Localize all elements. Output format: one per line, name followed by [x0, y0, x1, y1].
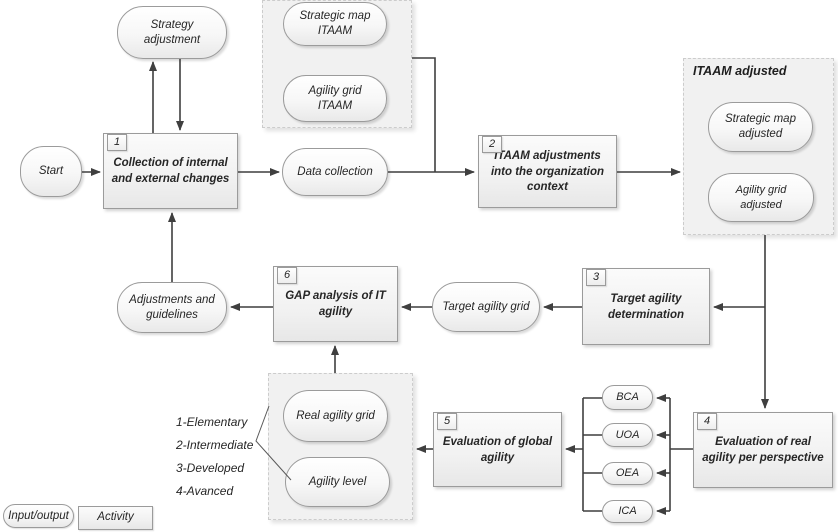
node-strategic-map-adjusted-label: Strategic map adjusted — [725, 113, 796, 140]
node-adjustments-guidelines: Adjustments and guidelines — [117, 282, 227, 333]
node-ica-label: ICA — [618, 505, 637, 518]
node-ica: ICA — [602, 500, 653, 523]
node-strategic-map-itaam: Strategic map ITAAM — [283, 2, 387, 46]
node-data-collection-label: Data collection — [297, 165, 373, 178]
activity-3-number: 3 — [586, 269, 606, 286]
node-agility-grid-itaam: Agility grid ITAAM — [283, 75, 387, 122]
node-target-agility-grid-label: Target agility grid — [442, 300, 530, 313]
node-agility-grid-adjusted: Agility grid adjusted — [708, 173, 814, 222]
node-oea: OEA — [602, 462, 653, 485]
legend-activity: Activity — [78, 506, 153, 530]
activity-1-collection-of-changes: 1 Collection of internal and external ch… — [103, 133, 238, 209]
legend-input-output: Input/output — [3, 504, 74, 528]
node-strategy-adjustment: Strategy adjustment — [117, 6, 227, 59]
node-uoa: UOA — [602, 423, 653, 447]
activity-2-itaam-adjustments: 2 ITAAM adjustments into the organizatio… — [478, 135, 617, 208]
activity-3-target-agility-determination: 3 Target agility determination — [582, 268, 710, 345]
node-agility-grid-itaam-label: Agility grid ITAAM — [308, 84, 362, 112]
activity-5-label: Evaluation of global agility — [442, 435, 553, 464]
node-data-collection: Data collection — [282, 148, 388, 196]
connector-itaam-inputs-stub — [412, 57, 436, 172]
agility-level-4: 4-Avanced — [176, 484, 234, 498]
activity-6-label: GAP analysis of IT agility — [285, 290, 386, 318]
node-strategic-map-itaam-label: Strategic map ITAAM — [299, 10, 371, 37]
node-bca: BCA — [602, 385, 653, 410]
agility-level-3: 3-Developed — [176, 461, 245, 475]
activity-2-number: 2 — [482, 136, 502, 153]
node-agility-level: Agility level — [285, 457, 390, 507]
node-agility-grid-adjusted-label: Agility grid adjusted — [735, 184, 787, 211]
node-strategy-adjustment-label: Strategy adjustment — [143, 18, 201, 46]
node-target-agility-grid: Target agility grid — [432, 282, 540, 332]
node-real-agility-grid-label: Real agility grid — [296, 409, 375, 422]
activity-3-label: Target agility determination — [607, 292, 685, 321]
node-oea-label: OEA — [615, 467, 640, 480]
agility-levels-list: 1-Elementary 2-Intermediate 3-Developed … — [176, 411, 253, 503]
activity-1-label: Collection of internal and external chan… — [111, 157, 230, 185]
activity-5-evaluation-global-agility: 5 Evaluation of global agility — [433, 412, 562, 487]
legend-input-output-label: Input/output — [8, 509, 69, 522]
activity-4-number: 4 — [697, 413, 717, 430]
node-uoa-label: UOA — [615, 428, 640, 441]
activity-6-gap-analysis: 6 GAP analysis of IT agility — [273, 266, 398, 342]
node-start-label: Start — [38, 165, 64, 178]
activity-4-evaluation-real-agility: 4 Evaluation of real agility per perspec… — [693, 412, 833, 488]
agility-level-1: 1-Elementary — [176, 415, 248, 429]
activity-5-number: 5 — [437, 413, 457, 430]
legend-activity-label: Activity — [97, 511, 134, 524]
node-real-agility-grid: Real agility grid — [283, 390, 388, 442]
node-start: Start — [20, 146, 82, 197]
node-strategic-map-adjusted: Strategic map adjusted — [708, 102, 813, 152]
agility-level-2: 2-Intermediate — [176, 438, 254, 452]
node-adjustments-guidelines-label: Adjustments and guidelines — [129, 293, 215, 321]
node-bca-label: BCA — [616, 391, 639, 404]
activity-4-label: Evaluation of real agility per perspecti… — [702, 436, 824, 464]
group-itaam-adjusted-label: ITAAM adjusted — [693, 64, 787, 78]
node-agility-level-label: Agility level — [308, 475, 367, 488]
activity-1-number: 1 — [107, 134, 127, 151]
activity-6-number: 6 — [277, 267, 297, 284]
activity-2-label: ITAAM adjustments into the organization … — [490, 150, 605, 194]
